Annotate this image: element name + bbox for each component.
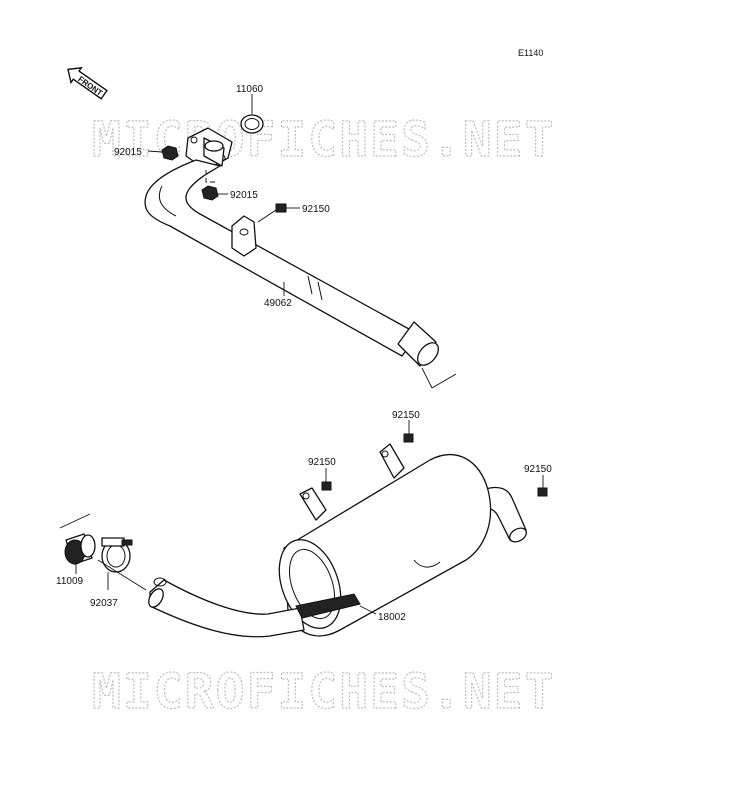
watermark-bottom: MICROFICHES.NET [92,664,555,720]
muffler [148,443,528,638]
label-92015-lower: 92015 [230,190,258,201]
front-arrow-icon: FRONT [67,66,108,100]
bolt-muffler-top [403,420,414,443]
exhaust-clamp [101,537,133,590]
label-92150-muffler-right: 92150 [524,464,552,475]
label-92150-muffler-top: 92150 [392,410,420,421]
nut-lower [201,170,228,201]
gasket-ring [240,114,264,134]
exhaust-gasket [64,533,96,574]
label-18002: 18002 [378,612,406,623]
diagram-code: E1140 [518,48,543,58]
label-92015-upper: 92015 [114,147,142,158]
watermark-top: MICROFICHES.NET [92,112,555,168]
label-49062: 49062 [264,298,292,309]
label-92150-muffler-left: 92150 [308,457,336,468]
label-11009: 11009 [56,576,84,587]
label-92037: 92037 [90,598,118,609]
bolt-head-pipe [257,203,300,223]
label-11060: 11060 [236,84,264,95]
head-pipe [144,94,457,389]
bolt-muffler-right [537,475,548,497]
label-92150-head-pipe: 92150 [302,204,330,215]
bolt-muffler-left [321,468,332,491]
nut-upper [147,145,179,161]
